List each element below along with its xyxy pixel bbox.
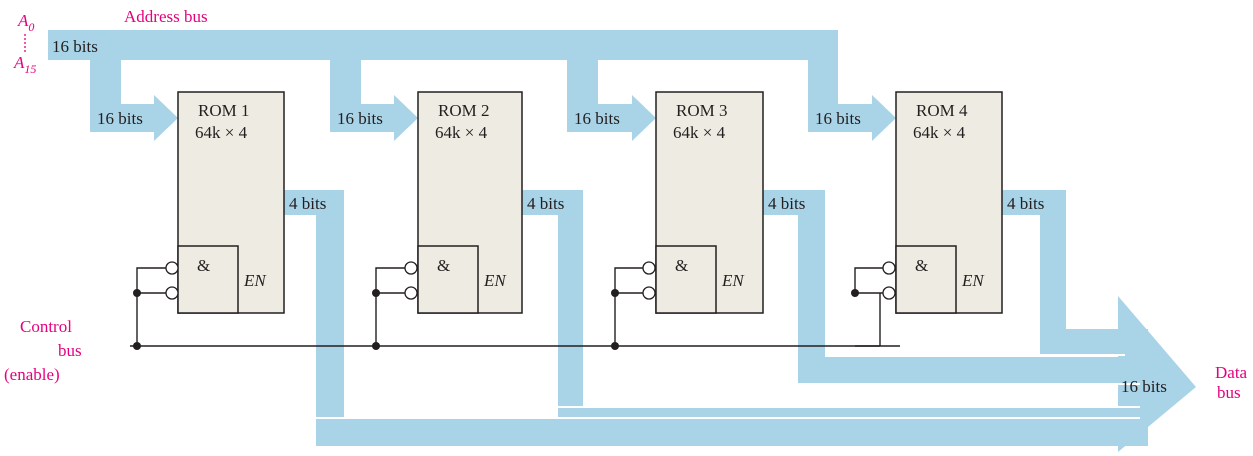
rom1-invert-bubble-a <box>165 261 179 275</box>
rom-4: ROM 4 64k × 4 & EN <box>895 91 1003 314</box>
rom4-output-drop <box>1040 190 1066 355</box>
rom2-enable-label: EN <box>483 271 507 290</box>
address-bus-label: Address bus <box>124 7 208 26</box>
rom1-junction-b <box>133 342 141 350</box>
rom3-input-label: 16 bits <box>574 109 620 128</box>
rom2-name: ROM 2 <box>438 101 489 120</box>
rom-1: ROM 1 64k × 4 & EN <box>177 91 285 314</box>
rom2-input-label: 16 bits <box>337 109 383 128</box>
rom4-input-arrow <box>808 95 896 141</box>
address-bus-main <box>48 30 838 60</box>
address-a15-label: A15 <box>13 53 36 76</box>
control-bus-label-line2: bus <box>58 341 82 360</box>
rom4-invert-bubble-b <box>882 286 896 300</box>
data-bus-merge <box>1118 329 1148 446</box>
rom4-gate-symbol: & <box>915 256 928 275</box>
rom4-enable-label: EN <box>961 271 985 290</box>
rom4-and-gate <box>895 245 957 314</box>
address-bus: Address bus A0 A15 16 bits 16 bits 16 bi… <box>13 7 896 141</box>
rom2-junction-a <box>372 289 380 297</box>
address-drop-1 <box>90 30 121 104</box>
address-drop-3 <box>567 30 598 104</box>
rom4-junction-a <box>851 289 859 297</box>
rom1-size: 64k × 4 <box>195 123 248 142</box>
rom1-output-drop <box>316 190 344 446</box>
rom4-size: 64k × 4 <box>913 123 966 142</box>
rom2-output-drop <box>558 190 583 432</box>
rom1-enable-label: EN <box>243 271 267 290</box>
rom3-output-drop <box>798 190 825 384</box>
rom1-control-wire-a <box>136 267 166 346</box>
address-bus-width-label: 16 bits <box>52 37 98 56</box>
rom2-size: 64k × 4 <box>435 123 488 142</box>
data-bus-label-line2: bus <box>1217 383 1241 402</box>
control-bus-label-line1: Control <box>20 317 72 336</box>
rom3-size: 64k × 4 <box>673 123 726 142</box>
rom2-invert-bubble-b <box>404 286 418 300</box>
rom3-name: ROM 3 <box>676 101 727 120</box>
rom2-invert-bubble-a <box>404 261 418 275</box>
rom1-input-label: 16 bits <box>97 109 143 128</box>
address-drop-4 <box>808 30 838 104</box>
rom2-output-label: 4 bits <box>527 194 564 213</box>
rom2-and-gate <box>417 245 479 314</box>
rom1-junction-a <box>133 289 141 297</box>
rom1-name: ROM 1 <box>198 101 249 120</box>
rom3-junction-a <box>611 289 619 297</box>
rom1-input-arrow <box>90 95 178 141</box>
rom3-control-wire-a <box>614 267 643 346</box>
control-bus-label-line3: (enable) <box>4 365 60 384</box>
rom-3: ROM 3 64k × 4 & EN <box>655 91 764 314</box>
rom3-output-label: 4 bits <box>768 194 805 213</box>
control-bus: Control bus (enable) <box>4 261 900 384</box>
rom2-gate-symbol: & <box>437 256 450 275</box>
rom4-control-wire-a <box>854 267 883 293</box>
rom4-name: ROM 4 <box>916 101 968 120</box>
rom-2: ROM 2 64k × 4 & EN <box>417 91 523 314</box>
rom3-input-arrow <box>567 95 656 141</box>
rom2-control-wire-a <box>375 267 405 346</box>
rom1-and-gate <box>177 245 239 314</box>
rom1-invert-bubble-b <box>165 286 179 300</box>
rom2-output-run <box>558 407 1145 432</box>
rom4-input-label: 16 bits <box>815 109 861 128</box>
data-bus-label-line1: Data <box>1215 363 1248 382</box>
rom3-invert-bubble-b <box>642 286 656 300</box>
data-bus-width-label: 16 bits <box>1121 377 1167 396</box>
rom3-invert-bubble-a <box>642 261 656 275</box>
address-drop-2 <box>330 30 361 104</box>
rom2-input-arrow <box>330 95 418 141</box>
address-a0-label: A0 <box>17 11 34 34</box>
rom3-output-run <box>798 357 1145 384</box>
rom3-gate-symbol: & <box>675 256 688 275</box>
rom1-gate-symbol: & <box>197 256 210 275</box>
rom3-and-gate <box>655 245 717 314</box>
rom2-junction-b <box>372 342 380 350</box>
data-bus: 4 bits 4 bits 4 bits 4 bits 16 bits Data… <box>284 190 1248 452</box>
rom3-junction-b <box>611 342 619 350</box>
rom3-enable-label: EN <box>721 271 745 290</box>
rom4-invert-bubble-a <box>882 261 896 275</box>
rom1-output-label: 4 bits <box>289 194 326 213</box>
rom4-output-label: 4 bits <box>1007 194 1044 213</box>
